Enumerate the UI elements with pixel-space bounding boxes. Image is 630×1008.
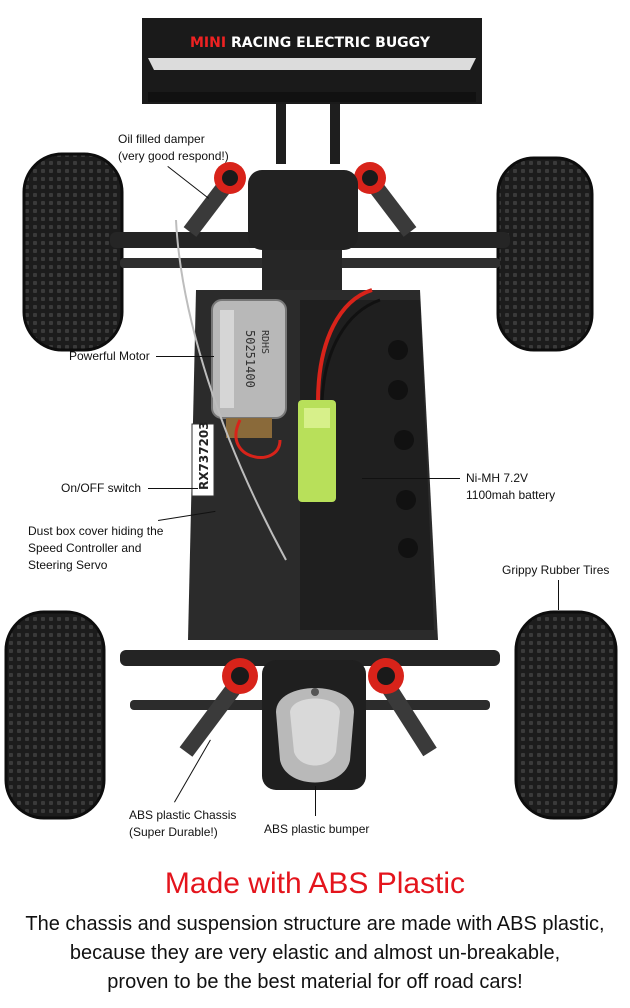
motor: RDHS 50251400: [211, 299, 287, 438]
chassis-sticker: RX737203: [197, 421, 211, 490]
battery-pointer: [362, 478, 460, 479]
front-bumper: [262, 660, 366, 790]
callout-switch: On/OFF switch: [61, 481, 142, 495]
front-right-tire: [514, 610, 618, 820]
tires-pointer: [558, 580, 559, 610]
rear-wing: MINI RACING ELECTRIC BUGGY: [142, 18, 482, 164]
bumper-pointer: [315, 786, 316, 816]
description: The chassis and suspension structure are…: [25, 913, 605, 993]
svg-text:RDHS: RDHS: [259, 330, 270, 354]
rear-right-tire: [496, 156, 594, 352]
buggy-photo: HELIPAL MINI RACING ELECTRIC BUGGY: [4, 18, 618, 820]
callout-dustbox: Dust box cover hiding the Speed Controll…: [28, 524, 164, 572]
front-dampers: [179, 658, 437, 757]
motor-pointer: [156, 356, 214, 357]
rear-left-tire: [22, 152, 124, 352]
callout-damper: Oil filled damper (very good respond!): [118, 132, 229, 163]
callout-bumper: ABS plastic bumper: [264, 822, 370, 836]
switch-pointer: [148, 488, 198, 489]
callout-tires: Grippy Rubber Tires: [502, 563, 610, 577]
callout-motor: Powerful Motor: [69, 349, 150, 363]
wing-text-mini: MINI: [190, 35, 226, 51]
svg-text:MINI RACING ELECTRIC BUG: MINI RACING ELECTRIC BUGGY: [190, 35, 431, 51]
front-left-tire: [4, 610, 106, 820]
headline: Made with ABS Plastic: [164, 867, 466, 900]
callout-chassis: ABS plastic Chassis (Super Durable!): [129, 808, 237, 839]
battery-plug: [298, 400, 336, 502]
svg-text:50251400: 50251400: [243, 330, 257, 388]
wing-text-rest: RACING ELECTRIC BUGGY: [231, 35, 431, 51]
callout-battery: Ni-MH 7.2V 1100mah battery: [466, 471, 556, 502]
rear-dampers: [183, 162, 417, 237]
